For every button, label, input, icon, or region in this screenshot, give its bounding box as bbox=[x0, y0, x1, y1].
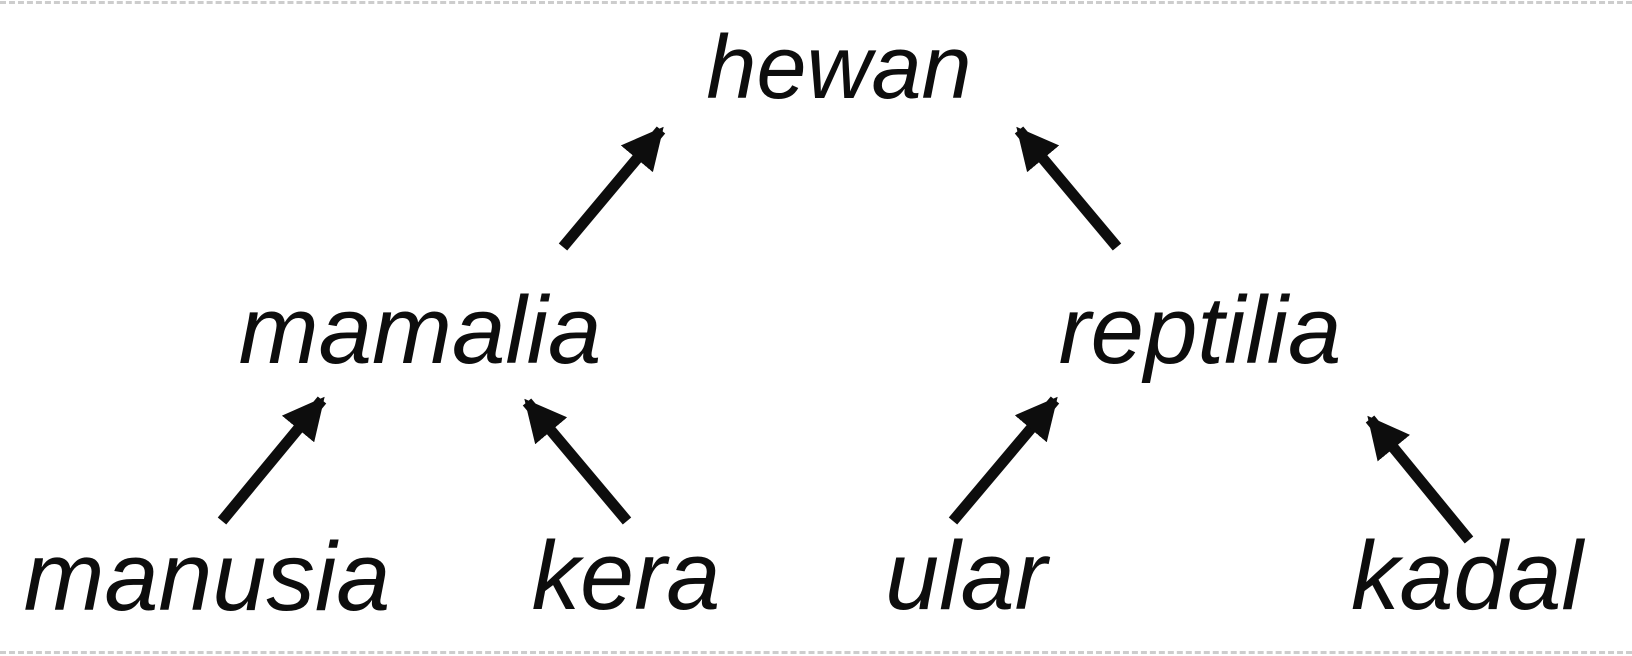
node-mamalia: mamalia bbox=[238, 277, 602, 384]
node-kadal: kadal bbox=[1351, 521, 1583, 630]
node-reptilia: reptilia bbox=[1058, 277, 1342, 384]
node-ular: ular bbox=[885, 521, 1047, 630]
node-kera: kera bbox=[531, 521, 721, 630]
arrow-kera-to-mamalia bbox=[522, 398, 632, 525]
arrow-manusia-to-mamalia bbox=[217, 396, 327, 525]
node-manusia: manusia bbox=[23, 522, 391, 631]
scan-artifact-top-line bbox=[0, 1, 1632, 4]
node-hewan: hewan bbox=[706, 18, 972, 118]
arrow-reptilia-to-hewan bbox=[1014, 126, 1122, 251]
arrow-mamalia-to-hewan bbox=[558, 126, 666, 251]
arrow-ular-to-reptilia bbox=[948, 396, 1060, 525]
scan-artifact-bottom-line bbox=[0, 651, 1632, 654]
arrow-kadal-to-reptilia bbox=[1365, 415, 1474, 544]
